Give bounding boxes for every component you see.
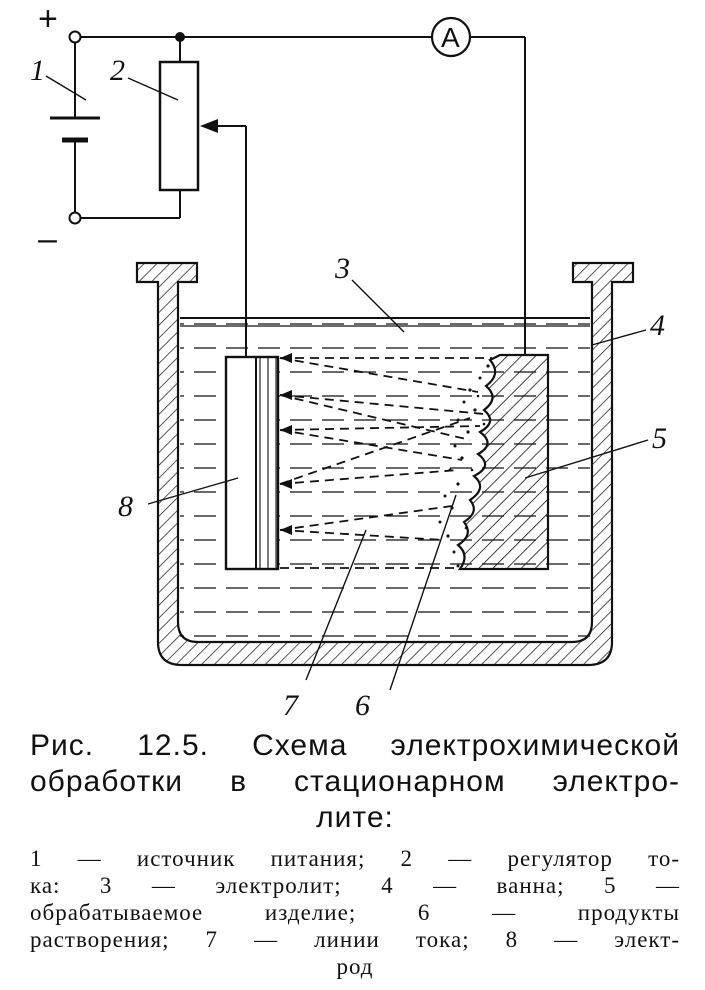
figure-caption: Рис. 12.5. Схема электрохимической обраб… (30, 728, 680, 836)
label-electrode: 8 (118, 490, 133, 523)
label-current-regulator: 2 (110, 54, 125, 87)
regulator-slider-arrow (200, 119, 218, 133)
legend-line: ка: 3 — электролит; 4 — ванна; 5 — (30, 873, 680, 898)
label-power-source: 1 (30, 54, 45, 87)
caption-line: Рис. 12.5. Схема электрохимической (30, 729, 680, 762)
label-workpiece: 5 (652, 422, 667, 455)
wire-junction (175, 32, 185, 42)
figure-legend: 1 — источник питания; 2 — регулятор то- … (30, 845, 680, 980)
caption-line: лите: (316, 801, 394, 834)
workpiece (456, 353, 550, 571)
label-bath: 4 (650, 309, 665, 342)
leader-lines (45, 75, 649, 691)
legend-line: обрабатываемое изделие; 6 — продукты (30, 900, 680, 925)
ammeter-symbol: A (441, 22, 460, 53)
label-current-lines: 7 (283, 689, 300, 720)
label-electrolyte: 3 (334, 252, 350, 285)
legend-line: растворения; 7 — линии тока; 8 — элект- (30, 927, 680, 952)
plus-terminal (68, 30, 82, 44)
current-regulator (158, 60, 200, 192)
caption-line: обработки в стационарном электро- (30, 765, 680, 798)
legend-line: род (336, 954, 374, 979)
minus-terminal (68, 211, 82, 225)
current-lines (279, 357, 492, 569)
electrode (224, 355, 280, 571)
power-source (50, 116, 100, 143)
minus-sign: – (38, 220, 57, 258)
part-labels: 1 2 3 4 5 6 7 8 (30, 54, 667, 720)
plus-sign: + (38, 0, 58, 38)
label-dissolution-products: 6 (355, 689, 370, 720)
legend-line: 1 — источник питания; 2 — регулятор то- (30, 846, 680, 871)
ammeter: A (430, 16, 472, 58)
external-circuit (74, 36, 526, 358)
current-line-arrows (280, 353, 292, 535)
electrochemical-machining-diagram: + – A (30, 0, 667, 720)
